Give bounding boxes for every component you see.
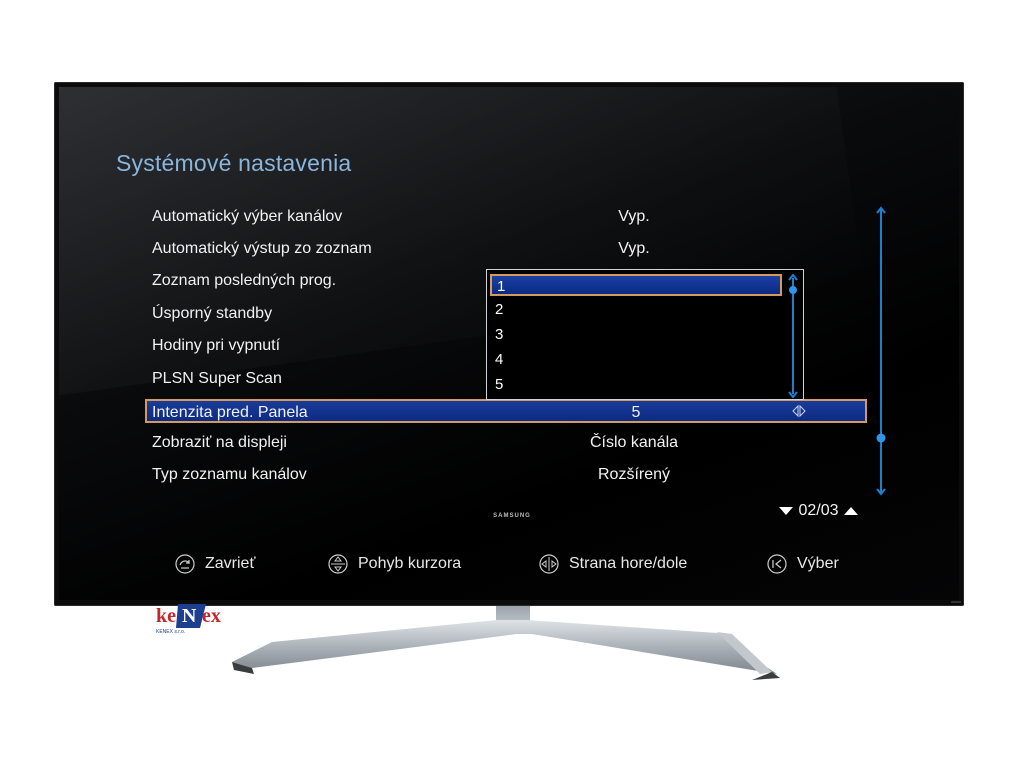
menu-row-auto-channel-select[interactable]: Automatický výber kanálov Vyp.: [152, 204, 852, 230]
dropdown-scrollbar[interactable]: [787, 274, 799, 398]
left-right-arrows-icon[interactable]: [792, 404, 806, 418]
menu-row-value: Rozšírený: [597, 466, 671, 483]
svg-text:ex: ex: [202, 605, 221, 627]
svg-text:KENEX s.r.o.: KENEX s.r.o.: [156, 629, 185, 635]
dropdown-option[interactable]: 5: [495, 376, 504, 393]
menu-row-label: Intenzita pred. Panela: [152, 404, 308, 421]
hint-select[interactable]: Výber: [767, 553, 839, 575]
menu-row-last-programs[interactable]: Zoznam posledných prog.: [152, 268, 852, 294]
tv-stand-base: [232, 620, 780, 680]
menu-row-eco-standby[interactable]: Úsporný standby: [152, 301, 852, 327]
triangle-down-icon[interactable]: [778, 506, 794, 516]
menu-row-panel-intensity[interactable]: Intenzita pred. Panela 5: [145, 399, 867, 423]
menu-row-label: Zobraziť na displeji: [152, 434, 287, 451]
value-dropdown[interactable]: 1 2 3 4 5: [486, 269, 804, 400]
hint-move-cursor[interactable]: Pohyb kurzora: [328, 553, 461, 575]
triangle-up-icon[interactable]: [843, 506, 859, 516]
power-indicator: [951, 601, 961, 603]
tv-brand: SAMSUNG: [493, 513, 531, 519]
menu-row-auto-exit-list[interactable]: Automatický výstup zo zoznam Vyp.: [152, 236, 852, 262]
menu-row-label: Typ zoznamu kanálov: [152, 466, 307, 483]
page-number: 02/03: [798, 502, 839, 519]
hint-label: Zavrieť: [205, 555, 256, 572]
cursor-move-icon: [328, 554, 348, 574]
hint-label: Pohyb kurzora: [358, 555, 462, 572]
back-icon: [175, 554, 195, 574]
page-indicator: 02/03: [778, 502, 859, 520]
menu-row-value: Číslo kanála: [589, 434, 679, 451]
svg-text:ke: ke: [156, 605, 176, 627]
dropdown-option[interactable]: 2: [495, 301, 504, 318]
menu-row-clock-off[interactable]: Hodiny pri vypnutí: [152, 333, 852, 359]
menu-row-label: Úsporný standby: [152, 305, 273, 322]
menu-row-label: Automatický výstup zo zoznam: [152, 240, 372, 257]
hint-page-up-down[interactable]: Strana hore/dole: [539, 553, 687, 575]
ok-select-icon: [767, 554, 787, 574]
hint-label: Strana hore/dole: [569, 555, 688, 572]
dropdown-option[interactable]: 3: [495, 326, 504, 343]
menu-scrollbar[interactable]: [874, 206, 888, 496]
menu-row-value: Vyp.: [618, 208, 650, 225]
menu-row-label: Hodiny pri vypnutí: [152, 337, 281, 354]
menu-row-label: PLSN Super Scan: [152, 370, 282, 387]
menu-row-value: Vyp.: [618, 240, 650, 257]
menu-row-channel-list-type[interactable]: Typ zoznamu kanálov Rozšírený: [152, 462, 852, 488]
dropdown-option[interactable]: 1: [490, 274, 782, 296]
page-updown-icon: [539, 554, 559, 574]
dropdown-option[interactable]: 4: [495, 351, 504, 368]
page-title: Systémové nastavenia: [116, 150, 352, 176]
hint-label: Výber: [797, 555, 839, 572]
hint-close[interactable]: Zavrieť: [175, 553, 255, 575]
menu-row-label: Zoznam posledných prog.: [152, 272, 337, 289]
menu-row-value: 5: [631, 404, 641, 421]
menu-row-display-show[interactable]: Zobraziť na displeji Číslo kanála: [152, 430, 852, 456]
menu-row-plsn-super-scan[interactable]: PLSN Super Scan: [152, 366, 852, 392]
dealer-logo: ke N ex KENEX s.r.o.: [156, 604, 221, 635]
svg-text:N: N: [182, 605, 197, 627]
menu-row-label: Automatický výber kanálov: [152, 208, 343, 225]
